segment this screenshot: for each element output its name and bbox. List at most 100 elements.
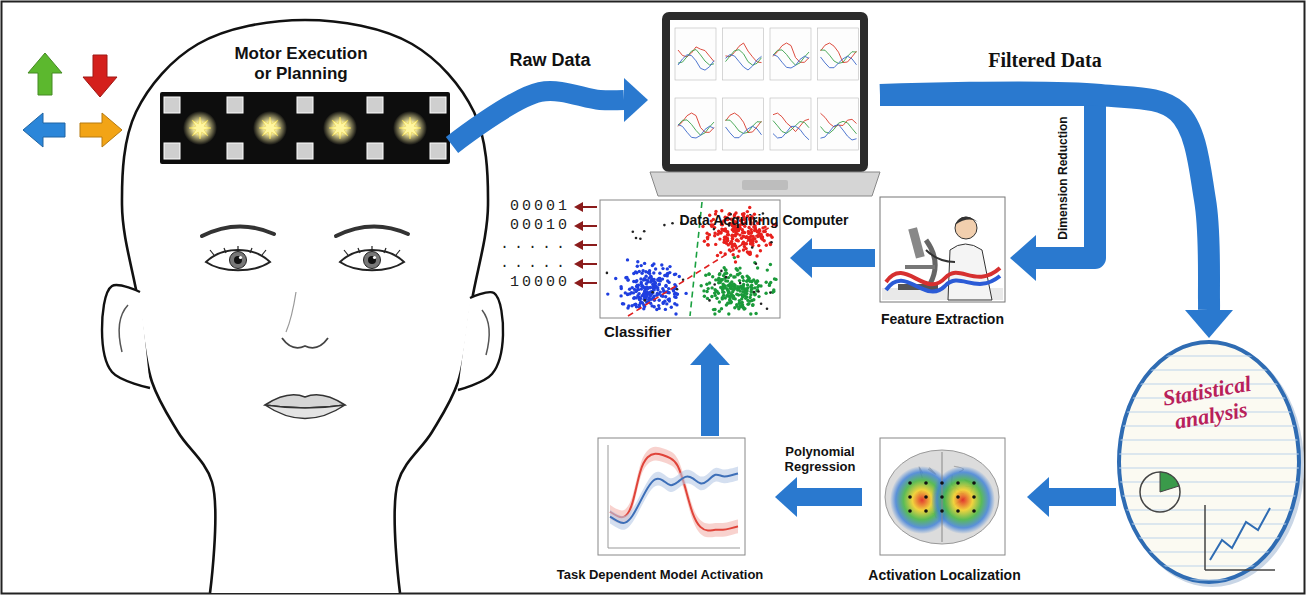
scatter-dot <box>632 280 635 283</box>
node-caption: Activation Localization <box>868 567 1020 583</box>
output-arrow <box>582 282 597 284</box>
microscope-arm <box>926 240 935 284</box>
scatter-dot <box>738 279 741 282</box>
scatter-dot <box>657 304 660 307</box>
laptop-lid <box>662 12 868 172</box>
laptop-screen <box>670 20 860 164</box>
flow-arrow <box>880 92 1233 338</box>
notebook-lines <box>1115 356 1305 580</box>
output-code: 10000 <box>510 274 570 291</box>
scatter-dot <box>753 237 756 240</box>
scatter-dot <box>718 237 721 240</box>
scatter-dot <box>748 206 751 209</box>
scatter-dot <box>713 234 716 237</box>
scatter-dot <box>639 297 642 300</box>
scatter-dot <box>749 293 752 296</box>
scatter-dot <box>664 308 667 311</box>
scatter-dot <box>631 286 634 289</box>
channel-dot <box>940 495 944 499</box>
iris <box>230 252 247 269</box>
scatter-dot <box>661 267 664 270</box>
scatter-dot <box>706 237 709 240</box>
mini-series <box>821 50 857 63</box>
output-code: 00010 <box>510 217 570 234</box>
scatter-dot <box>640 272 643 275</box>
scatter-dot <box>738 301 741 304</box>
notepad-circle <box>1119 342 1299 582</box>
scatter-dot <box>749 235 752 238</box>
scatter-dot <box>753 229 756 232</box>
outlier-dot <box>739 282 742 285</box>
edge-label: Raw Data <box>509 50 590 71</box>
scatter-dot <box>755 282 758 285</box>
iris <box>364 252 381 269</box>
scatter-dot <box>708 233 711 236</box>
scatter-dot <box>606 292 609 295</box>
channel-dot <box>924 495 928 499</box>
scatter-dot <box>634 270 637 273</box>
direction-arrow <box>80 113 122 147</box>
scatter-dot <box>643 262 646 265</box>
eyelash <box>344 250 348 255</box>
scatter-dot <box>619 294 622 297</box>
pupil <box>368 256 376 264</box>
scatter-dot <box>710 286 713 289</box>
scatter-dot <box>714 243 717 246</box>
eyelash <box>358 248 360 253</box>
scatter-dot <box>727 312 730 315</box>
output-arrowhead <box>574 259 583 269</box>
scatter-dot <box>730 234 733 237</box>
scatter-dot <box>732 284 735 287</box>
channel-dot <box>908 481 912 485</box>
channel-dot <box>940 509 944 513</box>
computer-figure: Data Acquiring Computer <box>648 10 880 232</box>
scatter-dot <box>733 275 736 278</box>
eyebrow <box>336 226 408 236</box>
picture-frame <box>880 438 1005 555</box>
edge-label: Polynomial Regression <box>778 445 862 475</box>
scatter-dot <box>741 276 744 279</box>
scatter-dot <box>723 272 726 275</box>
scatter-dot <box>678 275 681 278</box>
picture-frame <box>880 197 1005 302</box>
scatter-dot <box>726 294 729 297</box>
arrow-shaft <box>880 92 1209 310</box>
scatter-dot <box>718 231 721 234</box>
scatter-dot <box>751 304 754 307</box>
scatter-dot <box>664 284 667 287</box>
scatter-dot <box>644 270 647 273</box>
brain <box>885 450 999 544</box>
ruled-line <box>1115 468 1305 469</box>
scatter-dot <box>614 277 617 280</box>
eyelash <box>210 250 214 255</box>
flow-arrow <box>452 78 648 145</box>
scatter-dot <box>729 285 732 288</box>
microscope-tube <box>908 227 924 258</box>
mini-series <box>821 125 857 140</box>
scatter-dot <box>733 243 736 246</box>
scatter-dot <box>707 243 710 246</box>
arrow-head <box>624 78 648 122</box>
scatter-dot <box>658 282 661 285</box>
mini-chart <box>675 28 716 80</box>
scatter-dot <box>635 296 638 299</box>
output-arrowhead <box>574 202 583 212</box>
scatter-dot <box>635 289 638 292</box>
scatter-dot <box>743 231 746 234</box>
outlier-dot <box>663 224 666 227</box>
scatter-dot <box>724 268 727 271</box>
flow-arrow <box>1027 477 1116 517</box>
scatter-dot <box>736 232 739 235</box>
scatter-dot <box>664 285 667 288</box>
flow-label: Filtered Data <box>988 49 1102 72</box>
ruled-line <box>1115 524 1305 525</box>
output-code: ..... <box>500 236 570 253</box>
optode-square <box>297 143 313 159</box>
scientist-hair <box>955 217 978 225</box>
optode-square <box>227 143 243 159</box>
scatter-dot <box>666 267 669 270</box>
eyelash <box>224 248 226 253</box>
scatter-dot <box>711 275 714 278</box>
scatter-dot <box>713 312 716 315</box>
